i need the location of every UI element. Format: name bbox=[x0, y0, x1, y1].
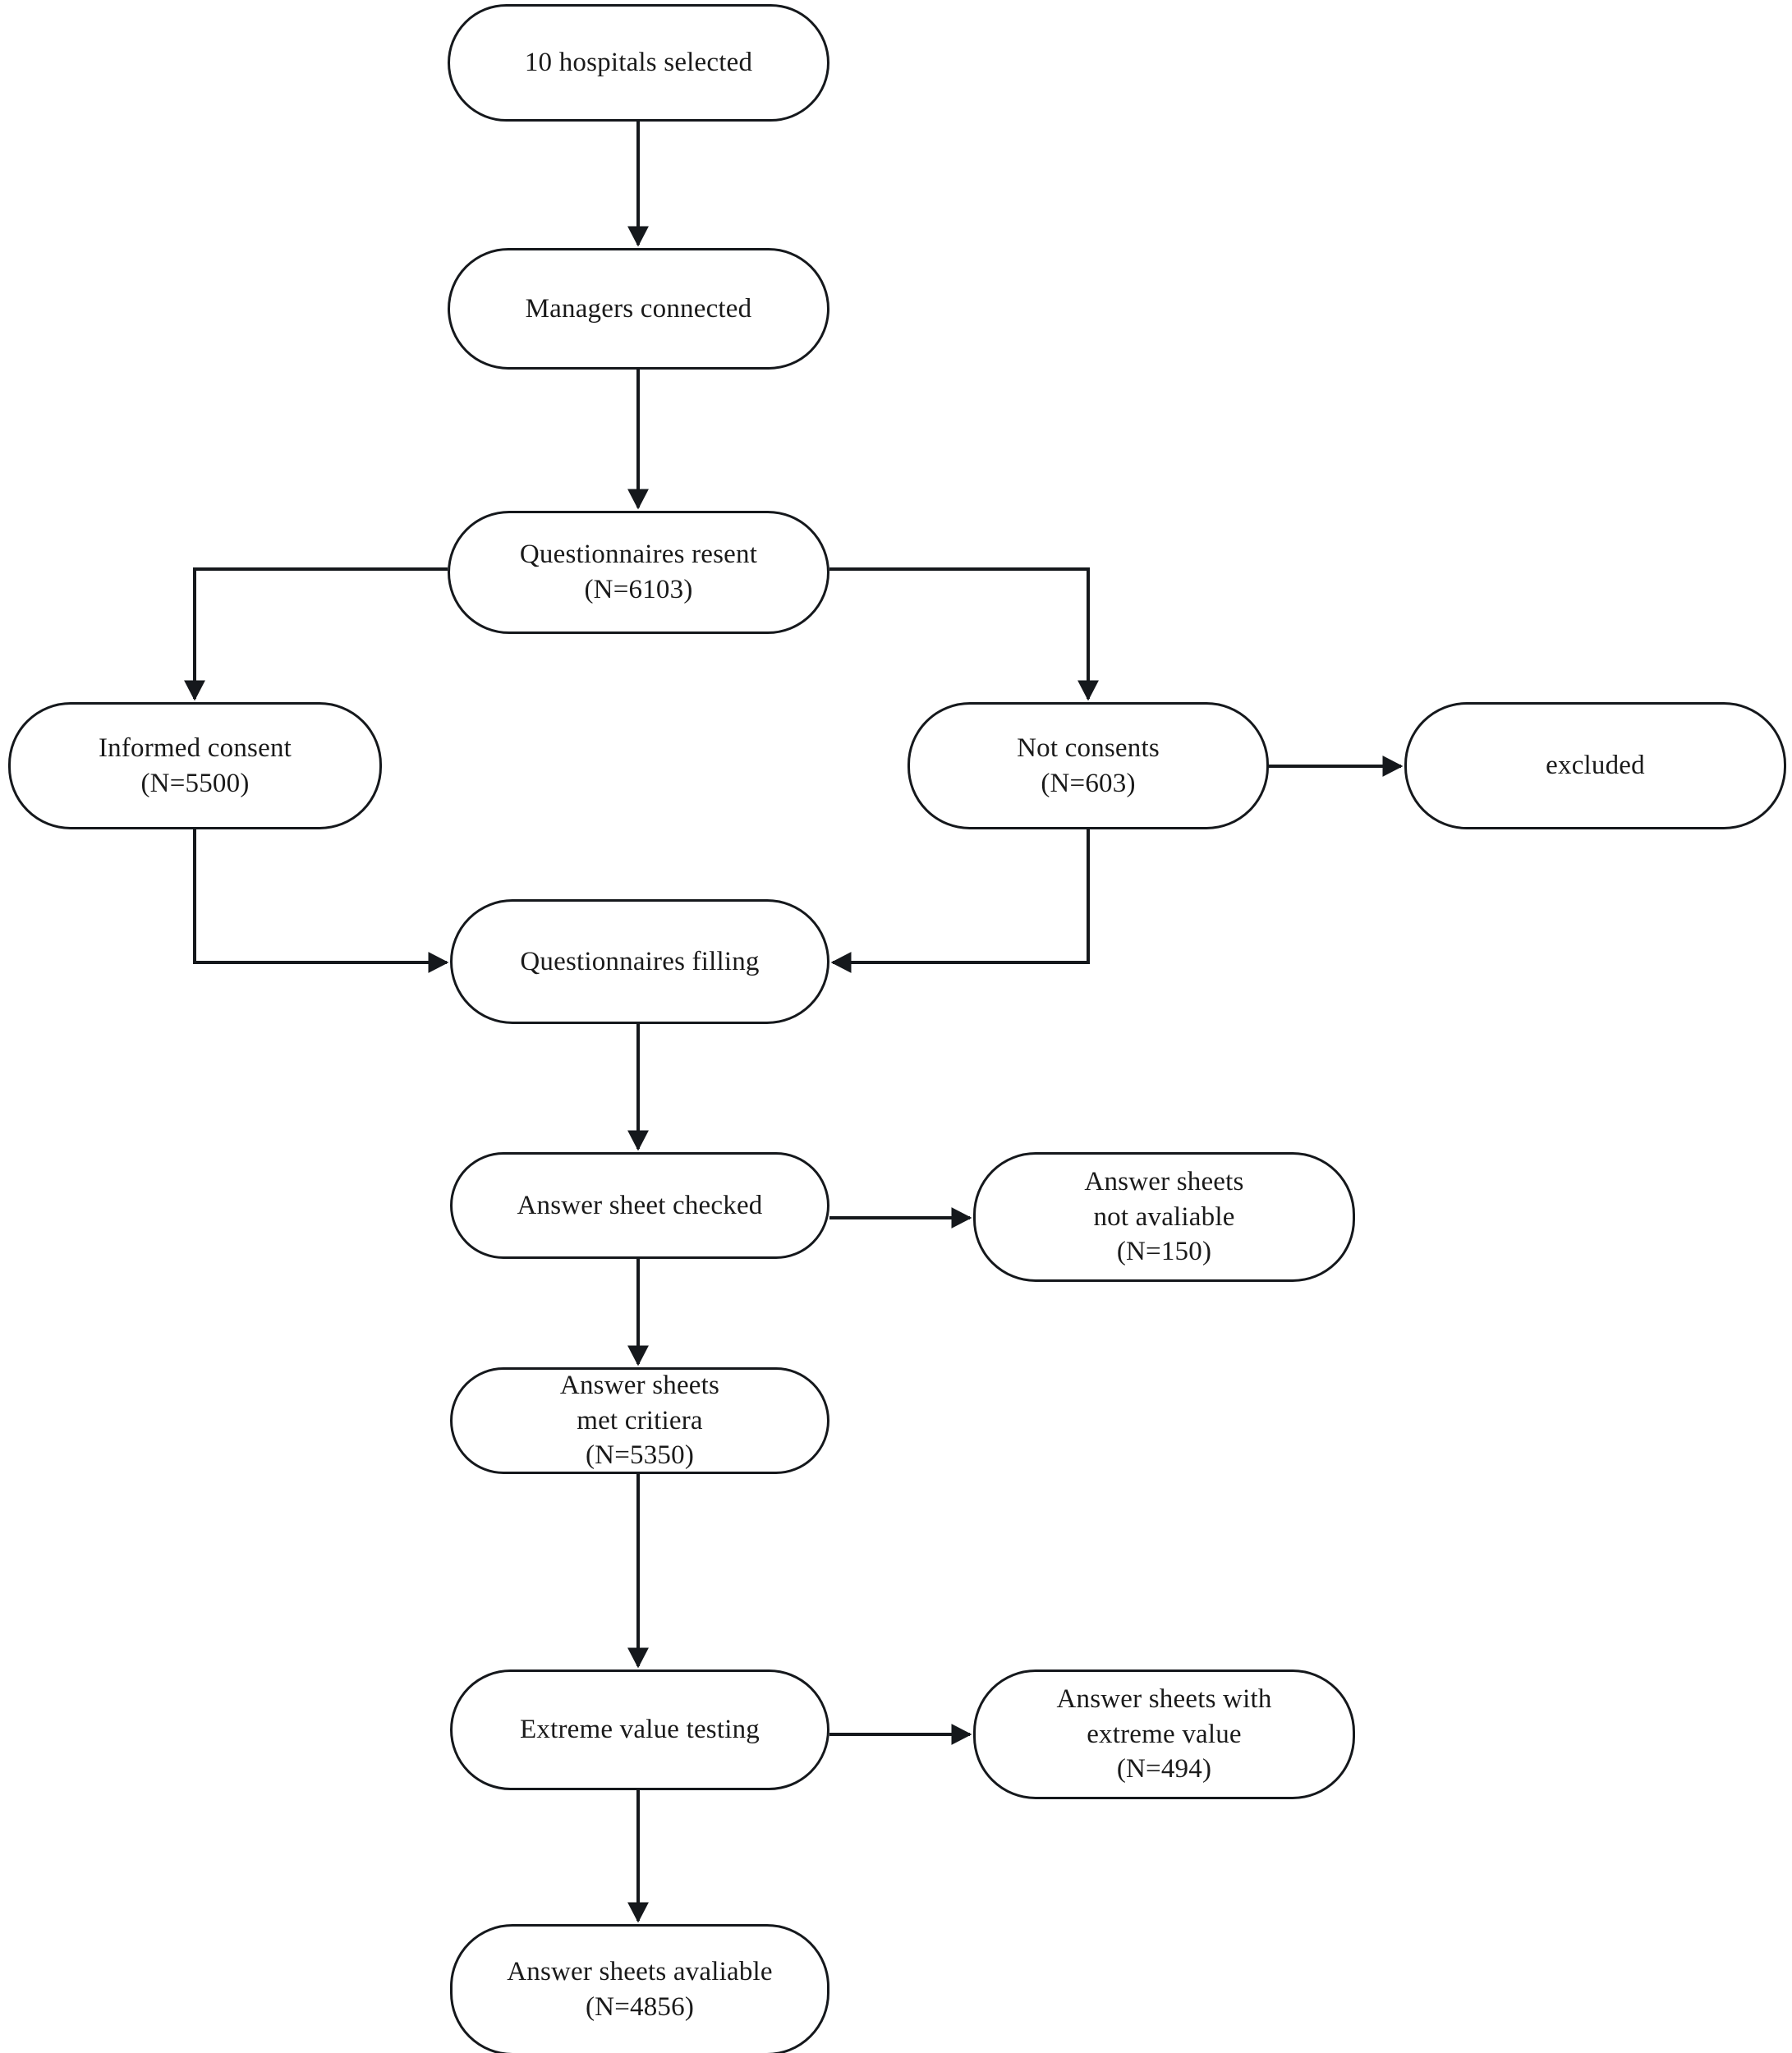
node-label: Answer sheets avaliable (N=4856) bbox=[507, 1957, 773, 2022]
node-label: Informed consent (N=5500) bbox=[98, 733, 292, 798]
node-answer-sheets-with-extreme-value[interactable]: Answer sheets with extreme value (N=494) bbox=[973, 1669, 1355, 1799]
node-label: Answer sheet checked bbox=[517, 1190, 763, 1220]
node-questionnaires-filling[interactable]: Questionnaires filling bbox=[450, 899, 829, 1024]
node-informed-consent[interactable]: Informed consent (N=5500) bbox=[8, 702, 382, 829]
node-questionnaires-resent[interactable]: Questionnaires resent (N=6103) bbox=[448, 511, 829, 634]
node-not-consents[interactable]: Not consents (N=603) bbox=[907, 702, 1269, 829]
node-label: Not consents (N=603) bbox=[1017, 733, 1160, 798]
edge-consent-filling bbox=[193, 829, 449, 973]
node-label: 10 hospitals selected bbox=[524, 48, 753, 78]
node-label: Managers connected bbox=[525, 293, 752, 324]
node-hospitals-selected[interactable]: 10 hospitals selected bbox=[448, 4, 829, 122]
node-managers-connected[interactable]: Managers connected bbox=[448, 248, 829, 370]
node-answer-sheet-checked[interactable]: Answer sheet checked bbox=[450, 1152, 829, 1259]
node-answer-sheets-not-avaliable[interactable]: Answer sheets not avaliable (N=150) bbox=[973, 1152, 1355, 1282]
node-label: Extreme value testing bbox=[520, 1715, 760, 1745]
node-label: Answer sheets met critiera (N=5350) bbox=[559, 1370, 720, 1471]
edge-notconsent-filling bbox=[830, 829, 1090, 973]
node-answer-sheets-avaliable[interactable]: Answer sheets avaliable (N=4856) bbox=[450, 1924, 829, 2053]
node-extreme-value-testing[interactable]: Extreme value testing bbox=[450, 1669, 829, 1790]
node-label: Answer sheets with extreme value (N=494) bbox=[1056, 1683, 1272, 1784]
node-label: excluded bbox=[1546, 751, 1645, 781]
node-answer-sheets-met-critiera[interactable]: Answer sheets met critiera (N=5350) bbox=[450, 1367, 829, 1474]
node-label: Answer sheets not avaliable (N=150) bbox=[1084, 1166, 1244, 1267]
node-excluded[interactable]: excluded bbox=[1404, 702, 1786, 829]
edge-resent-consent bbox=[184, 567, 448, 701]
node-label: Questionnaires resent (N=6103) bbox=[519, 540, 758, 604]
node-label: Questionnaires filling bbox=[520, 946, 760, 976]
edge-resent-notconsent bbox=[829, 567, 1099, 701]
